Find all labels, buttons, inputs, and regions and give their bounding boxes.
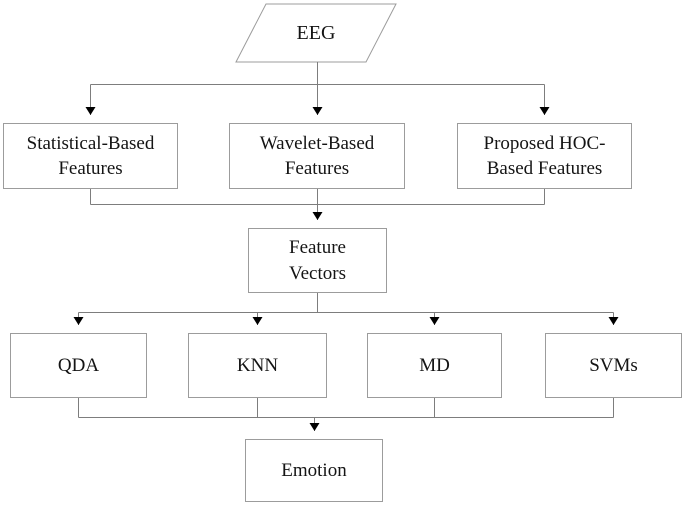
eeg-parallelogram-shape	[235, 3, 397, 63]
node-feature-vectors-label-line1: Feature	[289, 237, 346, 259]
node-hoc-features-label-line2: Based Features	[486, 158, 603, 179]
node-eeg: EEG	[236, 4, 396, 62]
node-feature-vectors: Feature Vectors	[248, 228, 387, 293]
node-svms: SVMs	[545, 333, 682, 398]
node-wavelet-features: Wavelet-Based Features	[229, 123, 405, 189]
node-knn-label: KNN	[236, 354, 279, 376]
node-knn: KNN	[188, 333, 327, 398]
node-wavelet-features-label-line1: Wavelet-Based	[259, 132, 375, 154]
node-hoc-features-label-line1: Proposed HOC-	[483, 132, 606, 154]
node-qda: QDA	[10, 333, 147, 398]
edges-features-to-feature-vectors	[90, 189, 545, 220]
node-statistical-features-label-line2: Features	[58, 158, 123, 179]
edges-eeg-to-features	[85, 62, 550, 115]
node-emotion: Emotion	[245, 439, 383, 502]
node-wavelet-features-label-line2: Features	[284, 158, 350, 179]
edges-classifiers-to-emotion	[78, 398, 614, 431]
node-md-label: MD	[419, 354, 450, 376]
node-statistical-features-label-line1: Statistical-Based	[26, 132, 155, 154]
node-md: MD	[367, 333, 502, 398]
node-svms-label: SVMs	[589, 354, 638, 376]
node-emotion-label: Emotion	[281, 459, 347, 481]
node-qda-label: QDA	[57, 354, 100, 376]
edges-feature-vectors-to-classifiers	[73, 293, 619, 325]
node-statistical-features: Statistical-Based Features	[3, 123, 178, 189]
node-feature-vectors-label-line2: Vectors	[289, 262, 346, 284]
node-eeg-label: EEG	[296, 21, 336, 44]
node-hoc-features: Proposed HOC- Based Features	[457, 123, 632, 189]
